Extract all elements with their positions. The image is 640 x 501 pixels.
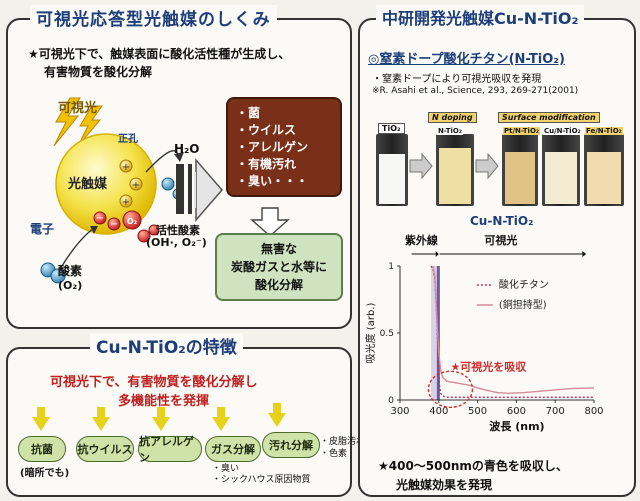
target-item: ・臭い・・・ [236,174,309,188]
features-panel [6,347,352,497]
arrow-down-icon [92,407,110,431]
product-title: 中研開発光触媒Cu-N-TiO₂ [376,5,585,29]
legend-label: (銅担持型) [499,298,547,311]
feature-antibacterial: 抗菌 [18,436,66,462]
x-tick-label: 300 [390,406,409,417]
x-tick-label: 400 [429,406,448,417]
photocatalyst-label: 光触媒 [68,177,108,192]
product-name: Cu-N-TiO₂ [470,214,534,228]
result-line: 無害な [260,242,297,256]
svg-text:O₂: O₂ [127,217,138,226]
svg-text:−: − [96,213,104,224]
y-tick-label: 1 [388,262,394,272]
h2o-label: H₂O [174,142,200,156]
x-tick-label: 700 [546,406,565,417]
vial [502,134,538,206]
svg-text:−: − [110,219,118,230]
x-tick-label: 600 [507,406,526,417]
features-line-1: 可視光下で、有害物質を酸化分解し [50,375,258,390]
conclusion-line-2: 光触媒効果を発現 [396,478,493,492]
vial-group-label: N doping [428,112,477,123]
mechanism-diagram: + + + − − O₂ [40,97,290,284]
product-reference: ※R. Asahi et al., Science, 293, 269-271(… [372,86,579,96]
feature-note: (暗所でも) [20,468,70,479]
intro-line-1: ★可視光下で、触媒表面に酸化活性種が生成し、 [28,47,291,61]
svg-text:+: + [122,197,130,208]
vial-photo [376,134,624,206]
absorption-highlight [427,370,474,408]
result-box: 無害な 炭酸ガスと水等に 酸化分解 [215,233,343,301]
photocatalyst-sphere [55,133,157,235]
annotation-label: ★可視光を吸収 [450,360,527,374]
arrow-down-icon [212,407,230,431]
svg-text:+: + [132,180,140,191]
product-subtitle: ◎窒素ドープ酸化チタン(N-TiO₂) [368,52,565,67]
result-line: 酸化分解 [254,278,303,292]
visible-light-label: 可視光 [58,101,98,116]
features-title: Cu-N-TiO₂の特徴 [90,333,243,358]
legend-label: 酸化チタン [499,278,549,291]
vial-label: Cu/N-TiO₂ [543,127,582,135]
conclusion-line-1: ★400～500nmの青色を吸収し、 [378,459,568,473]
result-line: 炭酸ガスと水等に [230,260,327,274]
region-label-uv: 紫外線 [405,233,438,247]
reaction-arrow [195,157,223,223]
vial [376,134,408,206]
arrow-down-icon [32,407,50,431]
mechanism-title: 可視光応答型光触媒のしくみ [30,5,277,30]
oxygen-formula: (O₂) [58,279,83,292]
y-axis-label: 吸光度 (arb.) [364,303,377,364]
y-tick-label: 0.5 [380,329,394,339]
arrowhead-icon [582,251,587,257]
vial [542,134,580,206]
target-item: ・ウイルス [236,123,297,137]
product-bullet: ・窒素ドープにより可視光吸収を発現 [372,74,542,85]
lightning-icon [53,97,103,147]
feature-dirt-decomposition: 汚れ分解 [262,432,320,458]
arrowhead-icon [435,251,439,257]
x-tick-label: 500 [468,406,487,417]
arrow-down-icon [268,403,286,427]
target-item: ・菌 [236,106,261,120]
uv-band [431,266,439,400]
down-arrow-icon [250,207,290,237]
region-label-visible: 可視光 [484,233,517,247]
series-line-0 [430,265,594,398]
vial-group-label: TiO₂ [378,123,405,134]
vial-label: N-TiO₂ [437,127,463,135]
vial-label: Pt/N-TiO₂ [503,127,540,135]
oxygen-label: 酸素 [58,264,83,278]
feature-antiallergen: 抗アレルゲン [138,435,202,464]
feature-antiviral: 抗ウイルス [76,436,134,462]
svg-text:+: + [122,162,130,173]
hole-label: 正孔 [118,134,138,145]
intro-line-2: 有害物質を酸化分解 [44,65,153,79]
features-line-2: 多機能性を発揮 [118,394,210,409]
product-panel [358,18,636,497]
feature-note: ・皮脂汚れ ・色素 [320,437,366,459]
arrow-down-icon [152,407,170,431]
electron-label: 電子 [30,222,55,236]
vial [584,134,624,206]
absorbance-chart: 紫外線 可視光 300 400 500 600 700 800 0 0.5 1 波長 (nm) 吸光度 … [364,233,604,433]
vial-group-label: Surface modification [498,112,600,123]
vial-label: Fe/N-TiO₂ [585,127,623,135]
targets-box: ・菌 ・ウイルス ・アレルゲン ・有機汚れ ・臭い・・・ [226,97,342,197]
x-tick-label: 800 [584,406,603,417]
series-line-1 [432,265,595,395]
feature-gas-decomposition: ガス分解 [205,436,261,462]
feature-note: ・臭い ・シックハウス原因物質 [212,464,311,485]
target-item: ・アレルゲン [236,140,309,154]
target-item: ・有機汚れ [236,157,297,171]
x-axis-label: 波長 (nm) [489,419,544,433]
y-tick-label: 0 [388,396,394,406]
active-oxygen-formula: (OH·, O₂⁻) [146,236,207,249]
vial [436,134,474,206]
active-oxygen-label: 活性酸素 [156,224,200,237]
